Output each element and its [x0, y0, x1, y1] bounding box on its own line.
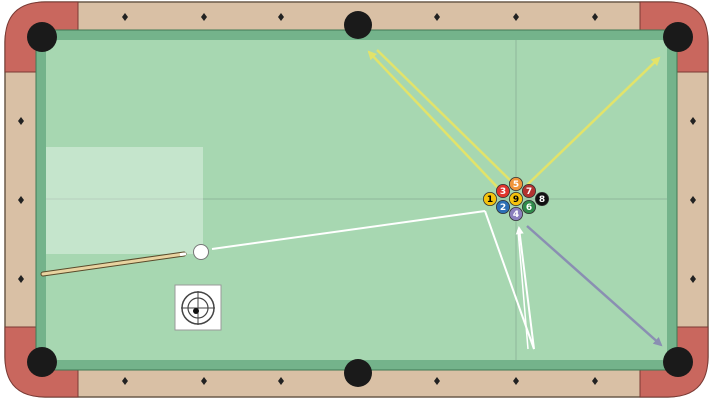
ball-3[interactable]: 3	[496, 184, 509, 197]
ball-number-label: 5	[513, 180, 519, 190]
ball-number-label: 4	[513, 210, 519, 220]
ball-number-label: 8	[539, 195, 545, 205]
cue-ball[interactable]	[194, 245, 209, 260]
ball-4[interactable]: 4	[509, 207, 522, 220]
ball-number-label: 6	[526, 203, 532, 213]
ball-number-label: 3	[500, 187, 506, 197]
pocket-top-right	[663, 22, 693, 52]
ball-5[interactable]: 5	[509, 177, 522, 190]
pocket-bottom-middle	[344, 359, 372, 387]
ball-1[interactable]: 1	[483, 192, 496, 205]
pocket-bottom-left	[27, 347, 57, 377]
ball-6[interactable]: 6	[522, 200, 535, 213]
pocket-top-left	[27, 22, 57, 52]
ball-9[interactable]: 9	[509, 192, 522, 205]
ball-number-label: 7	[526, 187, 532, 197]
pocket-top-middle	[344, 11, 372, 39]
ball-8[interactable]: 8	[535, 192, 548, 205]
target-icon[interactable]	[175, 285, 221, 330]
pocket-bottom-right	[663, 347, 693, 377]
ball-2[interactable]: 2	[496, 200, 509, 213]
ball-7[interactable]: 7	[522, 184, 535, 197]
ball-number-label: 2	[500, 203, 506, 213]
ball-number-label: 9	[513, 195, 519, 205]
ball-number-label: 1	[487, 195, 493, 205]
kitchen-area	[46, 147, 203, 254]
